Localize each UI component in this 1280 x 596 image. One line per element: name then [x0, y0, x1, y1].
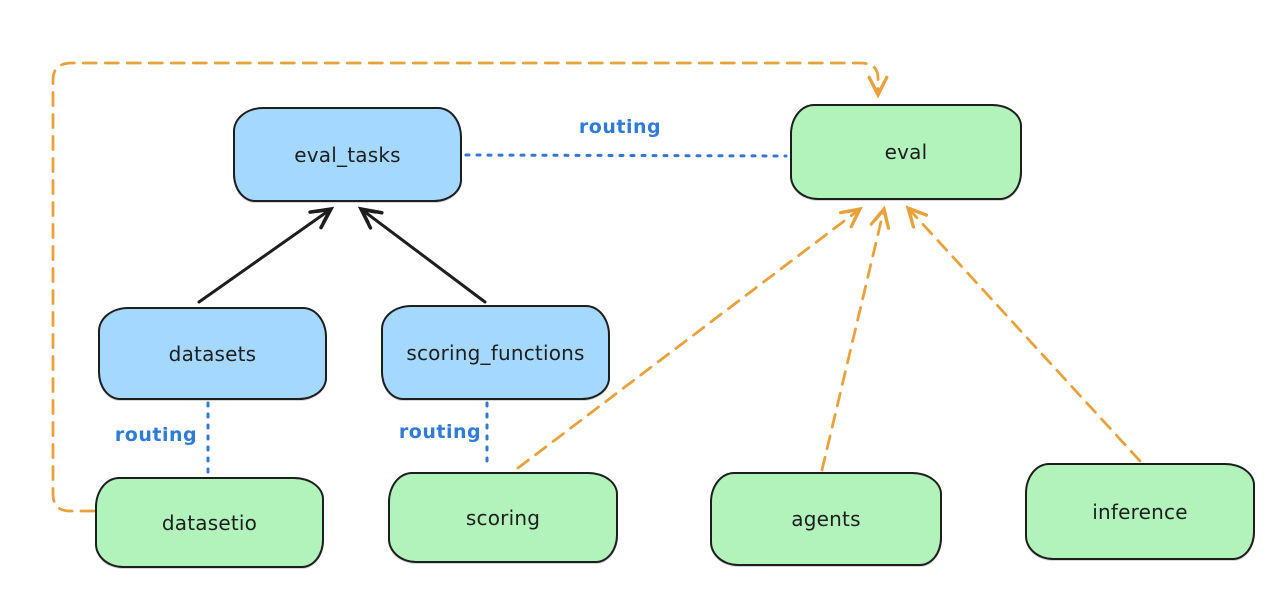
- node-label: datasets: [168, 341, 257, 366]
- node-datasetio: datasetio: [95, 477, 324, 568]
- node-inference: inference: [1025, 463, 1255, 560]
- routing-label-scoring-functions-scoring: routing: [398, 421, 482, 443]
- node-label: eval: [884, 140, 928, 164]
- node-agents: agents: [710, 472, 942, 566]
- edge-agents-to-eval: [820, 205, 891, 472]
- edge-inference-to-eval: [905, 205, 1142, 463]
- edge-scoring-functions-to-eval-tasks: [357, 206, 487, 304]
- edge-routing-eval-tasks-eval: [464, 153, 788, 158]
- node-eval: eval: [790, 104, 1022, 200]
- edge-datasets-to-eval-tasks: [197, 206, 335, 304]
- routing-label-eval-tasks-eval: routing: [578, 116, 662, 138]
- node-label: inference: [1092, 499, 1188, 524]
- node-eval-tasks: eval_tasks: [233, 107, 462, 202]
- edge-datasetio-to-eval-loop: [51, 61, 889, 513]
- routing-label-datasets-datasetio: routing: [114, 424, 198, 446]
- node-datasets: datasets: [98, 307, 327, 400]
- node-scoring-functions: scoring_functions: [381, 305, 610, 400]
- node-label: scoring_functions: [406, 340, 585, 365]
- node-label: datasetio: [161, 510, 258, 535]
- node-label: agents: [791, 507, 861, 531]
- edge-scoring-to-eval: [516, 206, 863, 470]
- node-label: scoring: [465, 505, 541, 530]
- node-scoring: scoring: [388, 472, 618, 563]
- node-label: eval_tasks: [294, 142, 401, 167]
